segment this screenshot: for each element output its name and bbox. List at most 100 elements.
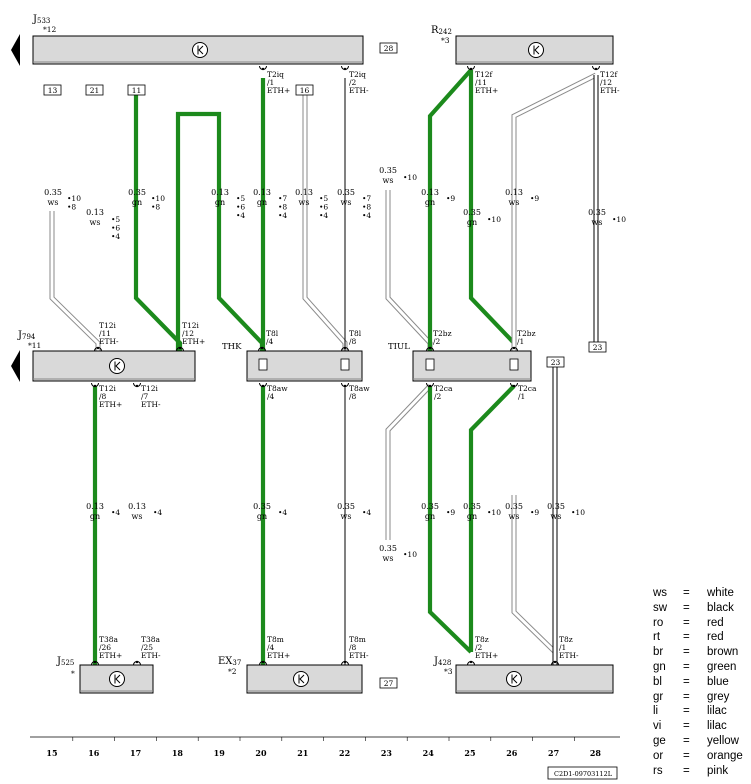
wire-color-w7: ws [341,198,352,207]
pin-dot [135,384,139,388]
legend-code: ws [653,587,668,599]
pin-dot [261,660,265,664]
pin-dot [428,346,432,350]
control-unit-icon [293,671,309,687]
legend-equals: = [683,720,690,733]
wire-size-w18: 0.35 [421,502,439,511]
pin-dot [343,346,347,350]
pin-dot [343,384,347,388]
wire-ref-w7: •7 [362,194,371,203]
arrow-left-icon [11,350,20,382]
wire-size-w13: 0.13 [86,502,104,511]
reference-number: 28 [384,44,394,53]
wire-gn-col17-top [133,95,183,351]
label-j525-loc: * [71,669,75,678]
pin-dot [428,384,432,388]
column-number: 18 [172,748,184,758]
reference-box-r16: 16 [295,84,314,96]
connector-label-t38a_26: ETH+ [99,651,122,660]
wire-color-w21: ws [551,512,562,521]
wire-ws-col15-top [49,211,101,351]
pin-dot [261,384,265,388]
wire-ref-w14: •4 [153,508,162,517]
legend-equals: = [683,661,690,673]
wire-color-w2: ws [90,218,101,227]
connector-label-t2ca_1: /1 [518,392,525,401]
legend-color-name: green [707,661,737,673]
wire-ref-w15: •4 [278,508,287,517]
connector-label-t8l_8: /8 [349,337,357,346]
pin-dot [594,67,598,71]
legend-equals: = [683,646,690,659]
wire-ref-w2: •4 [111,232,120,241]
wire-ws-col26-top [511,72,598,351]
wire-ref-w7: •4 [362,211,371,220]
wire-color-w1: ws [48,198,59,207]
legend-color-name: black [707,601,734,614]
wire-color-w4: gn [215,198,225,207]
column-number: 26 [506,748,518,758]
reference-number: 27 [384,679,394,688]
connector-label-t2iq_2: T2iq [349,70,366,79]
wire-ref-w6: •6 [319,203,328,212]
column-number: 22 [339,748,350,758]
column-number: 21 [297,748,308,758]
pin-dot [469,67,473,71]
legend-equals: = [683,705,690,718]
connector-label-t12f_12: T12f [600,70,619,79]
pin-dot [260,346,264,350]
legend-equals: = [683,749,690,762]
wire-color-w20: ws [509,512,520,521]
wire-ref-w13: •4 [111,508,120,517]
wire-color-w9: gn [425,198,435,207]
wire-size-w20: 0.35 [505,502,523,511]
pin-dot [93,384,97,388]
reference-number: 21 [90,86,100,95]
connector-label-t12i_11: T12i [99,321,117,330]
connector-label-t12i_8: ETH+ [99,400,122,409]
wire-color-w10: gn [467,218,477,227]
legend-code: br [653,646,664,659]
wire-ref-w11: •9 [530,194,539,203]
connector-label-t12i_12: ETH+ [182,337,205,346]
connector-label-t12f_11: /11 [475,78,487,87]
wire-color-w15: gn [257,512,267,521]
connector-label-t12i_8: T12i [99,384,117,393]
legend-color-name: yellow [707,735,739,747]
wire-ref-w6: •5 [319,194,328,203]
wire-ref-w9: •9 [446,194,455,203]
wire-size-w12: 0.35 [588,208,606,217]
wire-color-w12: ws [592,218,603,227]
wire-ref-w1: •10 [67,194,81,203]
pin-dot [96,346,100,350]
wire-color-w18: gn [425,512,435,521]
wire-size-w14: 0.13 [128,502,146,511]
label-j533: J533 [32,14,50,25]
component-j428 [455,664,614,694]
legend-color-name: white [707,587,734,599]
wire-color-w5: gn [257,198,267,207]
connector-label-t8z_2: ETH+ [475,651,498,660]
wire-ref-w12: •10 [612,215,626,224]
connector-label-t12i_7: T12i [141,384,159,393]
legend-equals: = [683,587,690,599]
pin-box [340,358,350,371]
connector-label-t2bz_1: /1 [517,337,524,346]
wire-size-w4: 0.13 [211,188,229,197]
component-j533 [32,35,364,65]
connector-label-t8aw_8: T8aw [349,384,370,393]
connector-label-t2bz_2: /2 [433,337,441,346]
connector-label-t8aw_4: T8aw [267,384,288,393]
column-number: 19 [214,748,226,758]
connector-label-t2ca_2: /2 [434,392,442,401]
wire-ref-w5: •7 [278,194,287,203]
wire-ref-w1: •8 [67,203,76,212]
pin-dot [553,660,557,664]
connector-label-t8aw_8: /8 [349,392,357,401]
legend-code: rs [653,764,663,777]
connector-label-t8m_4: /4 [267,643,275,652]
wire-size-w19: 0.35 [463,502,481,511]
legend-code: li [653,705,659,718]
connector-label-t2ca_2: T2ca [434,384,453,393]
